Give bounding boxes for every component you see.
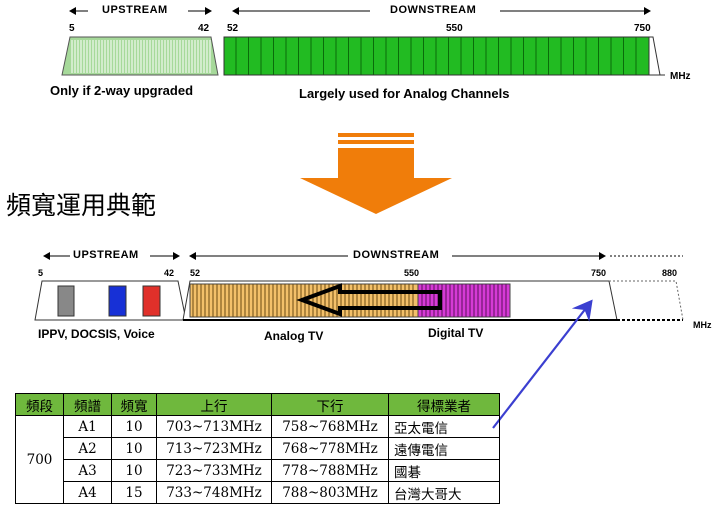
- top-upstream-caption: Only if 2-way upgraded: [50, 83, 194, 98]
- uplink-cell: 713~723MHz: [156, 437, 272, 460]
- digital-tv-region: [417, 283, 511, 318]
- top-tick-550: 550: [446, 23, 463, 34]
- top-downstream-caption: Largely used for Analog Channels: [299, 86, 510, 101]
- bandwidth-cell: 10: [111, 415, 157, 438]
- header-downlink: 下行: [271, 393, 389, 416]
- top-tick-5: 5: [69, 23, 75, 34]
- pointer-arrow: [492, 299, 593, 429]
- uplink-cell: 733~748MHz: [156, 481, 272, 504]
- top-tick-750: 750: [634, 23, 651, 34]
- bottom-tick-5: 5: [38, 268, 44, 278]
- bottom-unit: MHz: [693, 320, 712, 330]
- bottom-tick-880: 880: [662, 268, 678, 278]
- analog-tv-caption: Analog TV: [264, 329, 324, 343]
- bottom-tick-550: 550: [404, 268, 420, 278]
- spectrum-cell: A3: [63, 459, 112, 482]
- uplink-cell: 723~733MHz: [156, 459, 272, 482]
- top-upstream-stripes: [71, 40, 211, 73]
- table-row: A3 10 723~733MHz 778~788MHz 國碁: [16, 459, 500, 482]
- upstream-services-caption: IPPV, DOCSIS, Voice: [38, 327, 155, 341]
- migration-arrow: [296, 283, 442, 317]
- top-tick-42: 42: [198, 23, 210, 34]
- top-downstream-label: DOWNSTREAM: [390, 4, 477, 16]
- downlink-cell: 778~788MHz: [271, 459, 389, 482]
- top-upstream-band: [61, 36, 219, 76]
- header-spectrum: 頻譜: [63, 393, 112, 416]
- analog-stripes: [192, 284, 414, 317]
- downlink-cell: 768~778MHz: [271, 437, 389, 460]
- allocation-table: 頻段 頻譜 頻寬 上行 下行 得標業者 700 A1 10 703~713MHz…: [15, 393, 500, 504]
- spectrum-cell: A2: [63, 437, 112, 460]
- down-arrow: [300, 133, 452, 214]
- docsis-block: [108, 285, 127, 317]
- bandwidth-cell: 15: [111, 481, 157, 504]
- table-row: A4 15 733~748MHz 788~803MHz 台灣大哥大: [16, 481, 500, 504]
- uplink-cell: 703~713MHz: [156, 415, 272, 438]
- winner-cell: 國碁: [388, 459, 500, 482]
- top-downstream-stripes: [235, 37, 637, 75]
- band-cell: 700: [15, 415, 64, 504]
- future-extension: [609, 280, 684, 321]
- ippv-block: [57, 285, 75, 317]
- header-band: 頻段: [15, 393, 64, 416]
- bottom-upstream-label: UPSTREAM: [73, 249, 139, 261]
- header-uplink: 上行: [156, 393, 272, 416]
- spectrum-cell: A4: [63, 481, 112, 504]
- top-unit: MHz: [670, 71, 691, 82]
- bandwidth-cell: 10: [111, 459, 157, 482]
- bottom-downstream-label: DOWNSTREAM: [353, 249, 440, 261]
- bandwidth-cell: 10: [111, 437, 157, 460]
- page-heading: 頻寬運用典範: [6, 191, 157, 220]
- table-header-row: 頻段 頻譜 頻寬 上行 下行 得標業者: [15, 393, 500, 416]
- bottom-tick-42: 42: [164, 268, 175, 278]
- downlink-cell: 788~803MHz: [271, 481, 389, 504]
- table-row: 700 A1 10 703~713MHz 758~768MHz 亞太電信: [15, 415, 500, 504]
- winner-cell: 台灣大哥大: [388, 481, 500, 504]
- winner-cell: 亞太電信: [388, 415, 500, 438]
- top-tick-52: 52: [227, 23, 239, 34]
- table-row: A2 10 713~723MHz 768~778MHz 遠傳電信: [16, 437, 500, 460]
- spectrum-cell: A1: [63, 415, 112, 438]
- downlink-cell: 758~768MHz: [271, 415, 389, 438]
- digital-stripes: [421, 284, 507, 317]
- top-upstream-label: UPSTREAM: [102, 4, 168, 16]
- bottom-tick-52: 52: [190, 268, 201, 278]
- bottom-tick-750: 750: [591, 268, 607, 278]
- digital-tv-caption: Digital TV: [428, 326, 484, 340]
- winner-cell: 遠傳電信: [388, 437, 500, 460]
- header-winner: 得標業者: [388, 393, 500, 416]
- voice-block: [142, 285, 161, 317]
- header-bandwidth: 頻寬: [111, 393, 157, 416]
- top-downstream-tail: [649, 36, 661, 76]
